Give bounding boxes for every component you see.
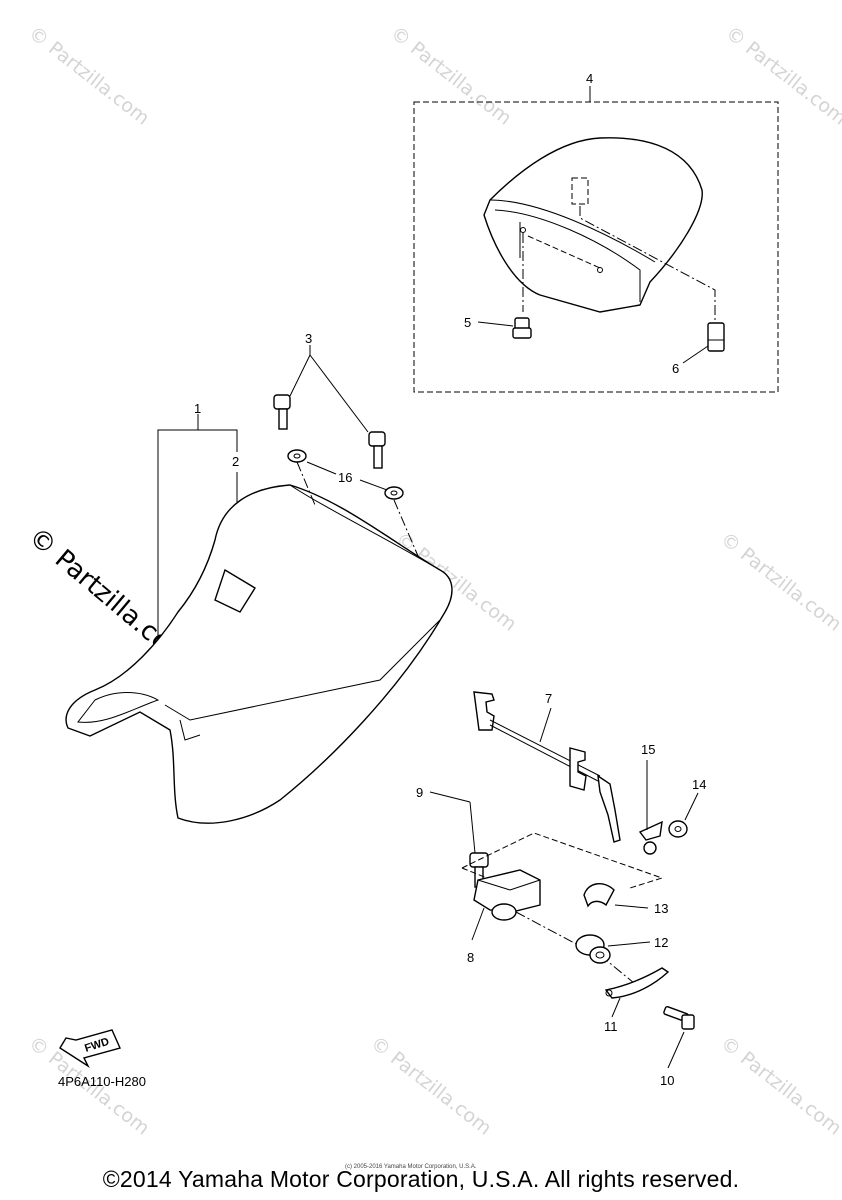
callout-4: 4: [586, 71, 593, 86]
callout-15: 15: [641, 742, 655, 757]
bracket-11[interactable]: [604, 967, 670, 999]
callout-7: 7: [545, 691, 552, 706]
callout-6: 6: [672, 361, 679, 376]
callout-10: 10: [660, 1073, 674, 1088]
tiny-copyright: (c) 2005-2016 Yamaha Motor Corporation, …: [345, 1164, 477, 1170]
seat-1[interactable]: [65, 484, 453, 824]
fwd-arrow-icon: FWD: [59, 1029, 121, 1068]
diagram-code: 4P6A110-H280: [58, 1074, 146, 1089]
front-seat-group: [65, 345, 453, 824]
callout-13: 13: [654, 901, 668, 916]
lock-rod-7[interactable]: [473, 691, 621, 843]
seat-lock-group: [429, 691, 699, 1069]
callout-2: 2: [232, 454, 239, 469]
callout-1: 1: [194, 401, 201, 416]
washer-14[interactable]: [668, 820, 688, 838]
screw-10[interactable]: [663, 1006, 695, 1030]
bolt-5[interactable]: [512, 317, 532, 339]
collar-16b[interactable]: [384, 486, 404, 500]
pad-2[interactable]: [214, 568, 256, 613]
collar-16a[interactable]: [287, 449, 307, 463]
callout-5: 5: [464, 315, 471, 330]
callout-labels: 4 5 6 3 1 2 16 7 15 14 9 13 12 8 11 10: [194, 71, 706, 1088]
callout-16: 16: [338, 470, 352, 485]
kit-boundary-box: [413, 101, 779, 393]
callout-8: 8: [467, 950, 474, 965]
bolt-3a[interactable]: [273, 394, 291, 430]
damper-6[interactable]: [707, 322, 725, 352]
bush-13[interactable]: [583, 883, 615, 908]
bolt-3b[interactable]: [368, 431, 386, 469]
callout-3: 3: [305, 331, 312, 346]
callout-12: 12: [654, 935, 668, 950]
clip-15[interactable]: [638, 820, 663, 855]
rear-seat-kit-group: [413, 86, 779, 393]
callout-9: 9: [416, 785, 423, 800]
callout-11: 11: [604, 1019, 618, 1034]
cylinder-12[interactable]: [575, 934, 611, 964]
copyright-notice: ©2014 Yamaha Motor Corporation, U.S.A. A…: [102, 1166, 740, 1192]
callout-14: 14: [692, 777, 706, 792]
lock-housing-8[interactable]: [473, 869, 541, 921]
